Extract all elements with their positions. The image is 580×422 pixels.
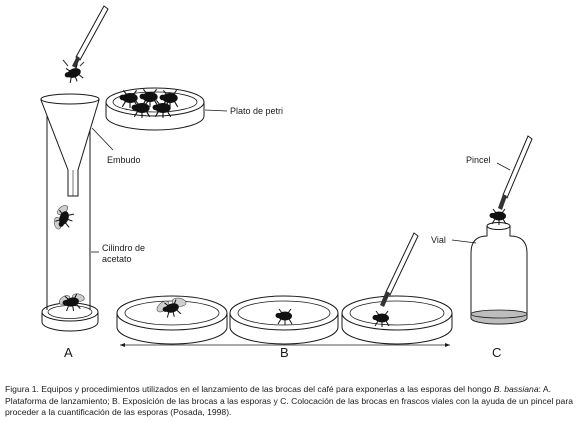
- falling-beetle: [53, 205, 76, 231]
- label-cilindro-2: acetato: [102, 254, 132, 264]
- label-vial: Vial: [431, 235, 446, 245]
- petri-dish-top: [105, 87, 205, 131]
- span-arrow-b: [120, 343, 450, 347]
- panel-label-a: A: [64, 345, 73, 360]
- figure-caption: Figura 1. Equipos y procedimientos utili…: [5, 384, 573, 419]
- panel-label-b: B: [280, 345, 289, 360]
- caption-part-1: Figura 1. Equipos y procedimientos utili…: [5, 384, 494, 394]
- leader-embudo: [91, 127, 114, 151]
- dish1-beetle: [156, 297, 187, 320]
- leader-vial: [451, 239, 477, 244]
- label-cilindro-1: Cilindro de: [102, 243, 145, 253]
- exposure-dish-2: [229, 295, 339, 345]
- exposure-dish-3: [341, 232, 453, 345]
- funnel: [40, 93, 100, 197]
- label-pincel: Pincel: [466, 155, 491, 165]
- landed-beetle: [58, 293, 85, 314]
- brush-c: [489, 135, 533, 226]
- caption-part-2: : A. Plataforma de lanzamiento; B. Expos…: [5, 384, 573, 417]
- beetle-on-brush-a: [62, 63, 85, 86]
- brush-a: [62, 5, 109, 86]
- brush-b: [380, 232, 419, 307]
- caption-species: B. bassiana: [493, 384, 539, 394]
- vial: [470, 222, 528, 325]
- exposure-dish-1: [116, 295, 228, 345]
- acetate-cylinder: [46, 100, 91, 310]
- label-embudo: Embudo: [107, 155, 141, 165]
- label-plato-petri: Plato de petri: [230, 106, 283, 116]
- launch-platform: [40, 5, 109, 332]
- leader-petri: [204, 109, 228, 112]
- leader-pincel: [496, 162, 511, 171]
- panel-label-c: C: [492, 345, 501, 360]
